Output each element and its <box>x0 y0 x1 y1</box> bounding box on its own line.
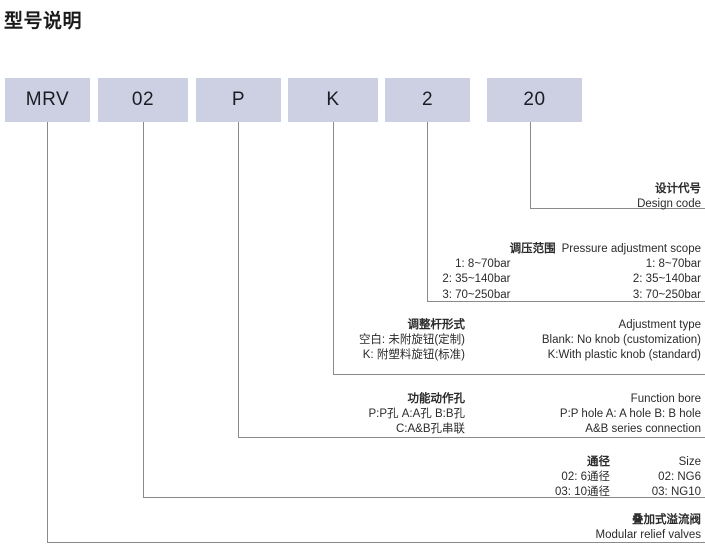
leader-line-size-vertical <box>143 122 144 497</box>
leader-line-bore-horizontal <box>238 437 705 438</box>
size-row-en-1: 02: NG6 <box>658 471 701 484</box>
size-title-cn: 通径 <box>587 456 610 468</box>
pressure-scope-row-en-1: 1: 8~70bar <box>645 258 701 271</box>
product-title-en: Modular relief valves <box>595 529 701 542</box>
label-block-design-code: 设计代号 Design code <box>401 182 701 212</box>
design-code-title-en: Design code <box>637 198 701 211</box>
leader-line-pressure-horizontal <box>427 301 705 302</box>
leader-line-product-horizontal <box>47 542 705 543</box>
code-box-bore[interactable]: P <box>196 78 281 122</box>
function-bore-row-cn-2: C:A&B孔串联 <box>395 423 465 436</box>
pressure-scope-row-cn-1: 1: 8~70bar <box>455 258 511 271</box>
code-box-pressure[interactable]: 2 <box>385 78 470 122</box>
page-title: 型号说明 <box>4 11 83 32</box>
function-bore-row-en-2: A&B series connection <box>585 423 701 436</box>
adjustment-type-title-cn: 调整杆形式 <box>407 319 466 331</box>
pressure-scope-title-en: Pressure adjustment scope <box>561 243 701 255</box>
leader-line-design-vertical <box>530 122 531 208</box>
function-bore-title-cn: 功能动作孔 <box>407 393 466 405</box>
design-code-title-cn: 设计代号 <box>655 183 701 195</box>
pressure-scope-row-cn-2: 2: 35~140bar <box>442 273 511 286</box>
label-block-product: 叠加式溢流阀 Modular relief valves <box>401 513 701 543</box>
function-bore-title-en: Function bore <box>630 393 701 405</box>
adjustment-type-row-cn-2: K: 附塑料旋钮(标准) <box>362 349 465 362</box>
size-title-en: Size <box>678 456 701 468</box>
label-block-adjustment-type: 调整杆形式 Adjustment type 空白: 未附旋钮(定制) Blank… <box>231 318 701 364</box>
adjustment-type-row-en-2: K:With plastic knob (standard) <box>547 349 701 362</box>
size-row-cn-1: 02: 6通径 <box>561 471 610 484</box>
adjustment-type-title-en: Adjustment type <box>618 319 701 331</box>
pressure-scope-row-en-3: 3: 70~250bar <box>632 288 701 301</box>
size-row-en-2: 03: NG10 <box>651 486 701 499</box>
pressure-scope-row-en-2: 2: 35~140bar <box>632 273 701 286</box>
size-row-cn-2: 03: 10通径 <box>555 486 610 499</box>
leader-line-adjustment-horizontal <box>333 374 705 375</box>
label-block-size: 通径 Size 02: 6通径 02: NG6 03: 10通径 03: NG1… <box>431 455 701 501</box>
leader-line-design-horizontal <box>530 208 705 209</box>
leader-line-product-vertical <box>47 122 48 542</box>
function-bore-row-cn-1: P:P孔 A:A孔 B:B孔 <box>368 408 466 421</box>
adjustment-type-row-en-1: Blank: No knob (customization) <box>541 334 701 347</box>
pressure-scope-title-cn: 调压范围 <box>509 243 556 255</box>
code-box-series[interactable]: MRV <box>5 78 90 122</box>
leader-line-bore-vertical <box>238 122 239 437</box>
label-block-pressure-scope: 调压范围 Pressure adjustment scope 1: 8~70ba… <box>281 242 701 303</box>
function-bore-row-en-1: P:P hole A: A hole B: B hole <box>559 408 701 421</box>
leader-line-pressure-vertical <box>427 122 428 301</box>
adjustment-type-row-cn-1: 空白: 未附旋钮(定制) <box>358 334 465 347</box>
code-box-adjust[interactable]: K <box>288 78 378 122</box>
pressure-scope-row-cn-3: 3: 70~250bar <box>442 288 511 301</box>
model-code-row: MRV 02 P K 2 20 <box>0 78 705 122</box>
code-box-design[interactable]: 20 <box>487 78 582 122</box>
leader-line-size-horizontal <box>143 497 705 498</box>
product-title-cn: 叠加式溢流阀 <box>632 514 701 526</box>
leader-line-adjustment-vertical <box>333 122 334 374</box>
label-block-function-bore: 功能动作孔 Function bore P:P孔 A:A孔 B:B孔 P:P h… <box>231 392 702 438</box>
code-box-size[interactable]: 02 <box>98 78 188 122</box>
